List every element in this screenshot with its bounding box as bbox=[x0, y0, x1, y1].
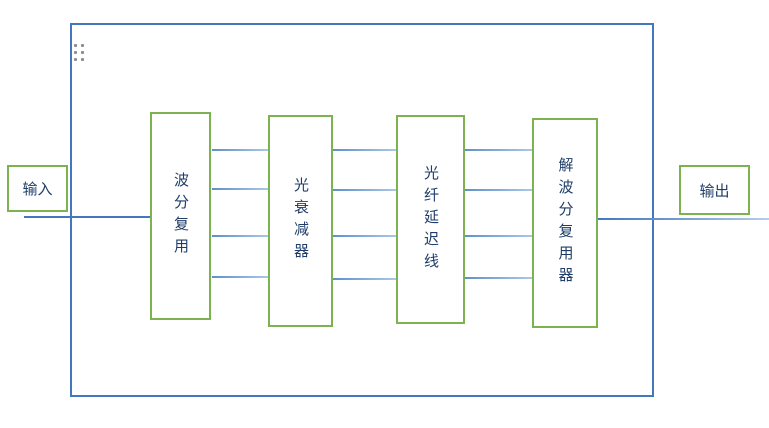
wire-channel[interactable] bbox=[464, 235, 533, 237]
wire-channel[interactable] bbox=[332, 235, 397, 237]
wire-channel[interactable] bbox=[464, 277, 533, 279]
block-wdm-demux[interactable]: 解波分复用器 bbox=[532, 118, 598, 328]
wire-channel[interactable] bbox=[332, 149, 397, 151]
input-node-label: 输入 bbox=[22, 181, 53, 198]
wire-channel[interactable] bbox=[332, 189, 397, 191]
output-node[interactable]: 输出 bbox=[679, 165, 750, 215]
block-optical-attenuator-label: 光衰减器 bbox=[292, 177, 309, 265]
block-wdm-demux-label: 解波分复用器 bbox=[556, 157, 574, 289]
wire-channel[interactable] bbox=[464, 149, 533, 151]
block-fiber-delay-line[interactable]: 光纤延迟线 bbox=[396, 115, 465, 324]
block-wdm-mux[interactable]: 波分复用 bbox=[150, 112, 211, 320]
grip-dot bbox=[74, 44, 77, 47]
wire-channel[interactable] bbox=[332, 278, 397, 280]
wire-channel[interactable] bbox=[212, 149, 269, 151]
block-optical-attenuator[interactable]: 光衰减器 bbox=[268, 115, 333, 327]
output-node-label: 输出 bbox=[699, 182, 730, 200]
grip-dot bbox=[81, 51, 84, 54]
block-wdm-mux-label: 波分复用 bbox=[172, 172, 189, 260]
wire-channel[interactable] bbox=[212, 188, 269, 190]
wire-channel[interactable] bbox=[212, 235, 269, 237]
grip-dot bbox=[81, 44, 84, 47]
grip-dot bbox=[74, 51, 77, 54]
wire-channel[interactable] bbox=[212, 276, 269, 278]
wire-output[interactable] bbox=[596, 218, 769, 220]
block-fiber-delay-line-label: 光纤延迟线 bbox=[422, 164, 439, 275]
container-frame[interactable] bbox=[70, 23, 654, 397]
grip-dot bbox=[81, 58, 84, 61]
wire-input[interactable] bbox=[24, 216, 151, 218]
wire-channel[interactable] bbox=[464, 189, 533, 191]
drag-handle-dots[interactable] bbox=[74, 44, 84, 61]
input-node[interactable]: 输入 bbox=[7, 165, 68, 212]
grip-dot bbox=[74, 58, 77, 61]
